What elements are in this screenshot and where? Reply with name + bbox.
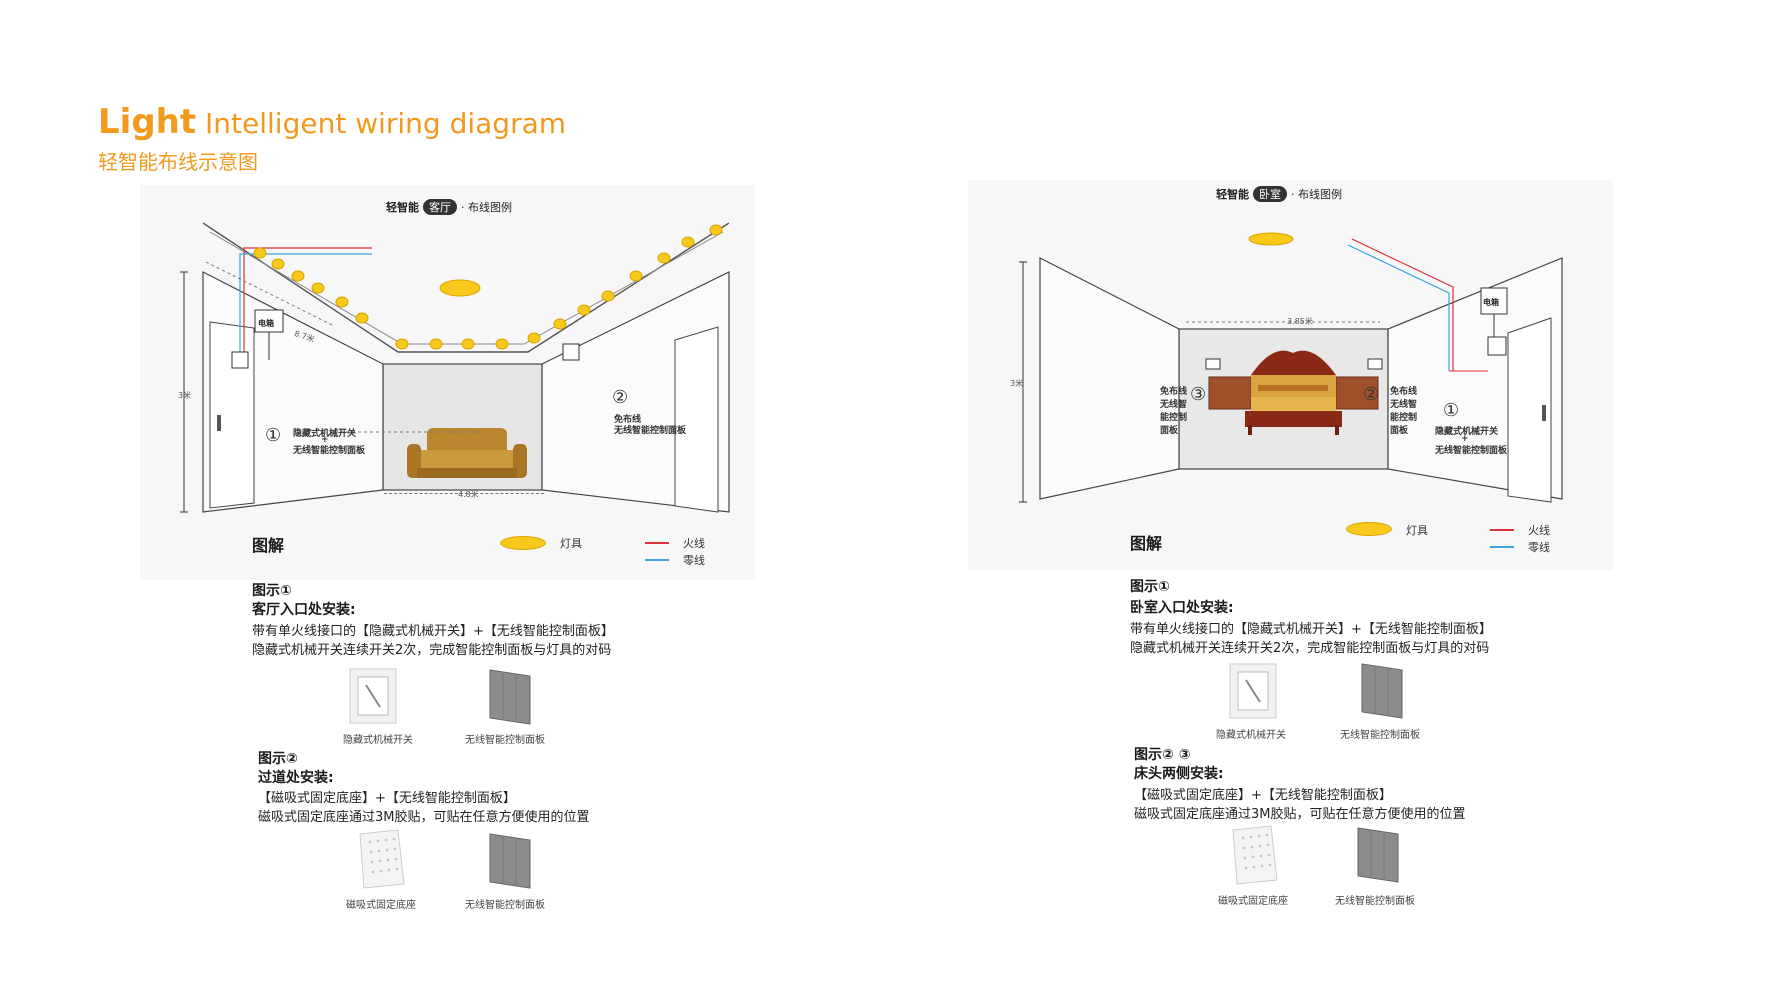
left-fig2-line2: 磁吸式固定底座通过3M胶贴，可贴在任意方便使用的位置 bbox=[258, 810, 590, 825]
right-prod3-caption: 磁吸式固定底座 bbox=[1218, 896, 1288, 907]
left-smart-panel-image bbox=[489, 669, 531, 725]
right-prod2-caption: 无线智能控制面板 bbox=[1340, 730, 1420, 741]
right-magnetic-base-image bbox=[1232, 825, 1278, 885]
left-fig1-label: 图示① bbox=[252, 583, 292, 599]
right-fig1-title: 卧室入口处安装: bbox=[1130, 600, 1234, 616]
right-marker-2: ② bbox=[1363, 384, 1380, 405]
left-fig2-label: 图示② bbox=[258, 751, 298, 767]
right-prod1-caption: 隐藏式机械开关 bbox=[1216, 730, 1286, 741]
right-marker-2-text: 免布线 无线智 能控制 面板 bbox=[1390, 387, 1418, 436]
left-smart-panel-image-2 bbox=[489, 833, 531, 889]
left-legend-lamp-label: 灯具 bbox=[560, 537, 582, 550]
right-smart-panel-image bbox=[1361, 663, 1403, 719]
right-fig2-title: 床头两侧安装: bbox=[1134, 766, 1224, 782]
right-fig2-label: 图示② ③ bbox=[1134, 747, 1191, 763]
left-prod3-caption: 磁吸式固定底座 bbox=[346, 900, 416, 911]
left-fig1-line2: 隐藏式机械开关连续开关2次，完成智能控制面板与灯具的对码 bbox=[252, 643, 612, 658]
left-legend-lamp-swatch bbox=[500, 536, 546, 550]
bedroom-diagram: 电箱 bbox=[1019, 238, 1563, 503]
right-marker-3: ③ bbox=[1190, 384, 1207, 405]
page-header: Light Intelligent wiring diagram 轻智能布线示意… bbox=[98, 104, 566, 175]
left-prod4-caption: 无线智能控制面板 bbox=[465, 900, 545, 911]
left-legend-live-swatch bbox=[645, 542, 669, 544]
bedroom-diagram-title: 轻智能卧室· 布线图例 bbox=[1216, 186, 1342, 202]
left-legend-neutral-label: 零线 bbox=[683, 554, 705, 567]
left-marker-2-line1: 免布线 bbox=[614, 415, 642, 425]
left-marker-1-line2: + bbox=[321, 435, 329, 445]
left-fig1-title: 客厅入口处安装: bbox=[252, 602, 356, 618]
right-marker-3-text: 免布线 无线智 能控制 面板 bbox=[1160, 387, 1188, 436]
right-fig2-line1: 【磁吸式固定底座】+【无线智能控制面板】 bbox=[1134, 788, 1392, 803]
right-legend-neutral-swatch bbox=[1490, 546, 1514, 548]
right-legend-lamp-swatch bbox=[1346, 522, 1392, 536]
page-title: Light Intelligent wiring diagram bbox=[98, 102, 567, 142]
right-marker-1-line2: + bbox=[1461, 434, 1469, 444]
bed-illustration bbox=[1208, 350, 1379, 435]
right-height-label: 3米 bbox=[1010, 379, 1024, 388]
left-magnetic-base-image bbox=[359, 829, 405, 889]
right-hidden-switch-image bbox=[1229, 663, 1277, 719]
left-floor-width: 4.8米 bbox=[458, 490, 479, 499]
left-fig2-title: 过道处安装: bbox=[258, 770, 334, 786]
left-prod1-caption: 隐藏式机械开关 bbox=[343, 735, 413, 746]
right-marker-1-line3: 无线智能控制面板 bbox=[1435, 446, 1508, 456]
right-fig1-line2: 隐藏式机械开关连续开关2次，完成智能控制面板与灯具的对码 bbox=[1130, 641, 1490, 656]
sofa-illustration bbox=[407, 428, 527, 478]
right-smart-panel-image-2 bbox=[1357, 827, 1399, 883]
right-marker-1: ① bbox=[1443, 400, 1460, 421]
left-prod2-caption: 无线智能控制面板 bbox=[465, 735, 545, 746]
left-legend-neutral-swatch bbox=[645, 559, 669, 561]
left-height-label: 3米 bbox=[178, 391, 192, 400]
right-legend-live-label: 火线 bbox=[1528, 524, 1550, 537]
right-electric-box-label: 电箱 bbox=[1483, 297, 1499, 307]
left-legend-live-label: 火线 bbox=[683, 537, 705, 550]
page-subtitle: 轻智能布线示意图 bbox=[98, 150, 258, 174]
left-marker-1-line1: 隐藏式机械开关 bbox=[293, 429, 357, 439]
right-marker-1-line1: 隐藏式机械开关 bbox=[1435, 427, 1499, 437]
right-fig2-line2: 磁吸式固定底座通过3M胶贴，可贴在任意方便使用的位置 bbox=[1134, 807, 1466, 822]
living-room-diagram-title: 轻智能客厅· 布线图例 bbox=[386, 199, 512, 215]
left-legend-heading: 图解 bbox=[252, 536, 285, 555]
right-prod4-caption: 无线智能控制面板 bbox=[1335, 896, 1415, 907]
right-legend-live-swatch bbox=[1490, 529, 1514, 531]
living-room-diagram: 电箱 bbox=[180, 222, 730, 513]
left-marker-1-line3: 无线智能控制面板 bbox=[293, 446, 366, 456]
right-fig1-label: 图示① bbox=[1130, 579, 1170, 595]
right-fig1-line1: 带有单火线接口的【隐藏式机械开关】+【无线智能控制面板】 bbox=[1130, 622, 1492, 637]
right-legend-lamp-label: 灯具 bbox=[1406, 524, 1428, 537]
left-marker-2: ② bbox=[612, 387, 629, 408]
left-electric-box-label: 电箱 bbox=[258, 318, 274, 328]
left-hidden-switch-image bbox=[349, 668, 397, 724]
left-fig2-line1: 【磁吸式固定底座】+【无线智能控制面板】 bbox=[258, 791, 516, 806]
right-legend-heading: 图解 bbox=[1130, 534, 1163, 553]
left-marker-2-line2: 无线智能控制面板 bbox=[614, 426, 687, 436]
right-wall-width: 3.85米 bbox=[1287, 317, 1313, 326]
right-legend-neutral-label: 零线 bbox=[1528, 541, 1550, 554]
left-fig1-line1: 带有单火线接口的【隐藏式机械开关】+【无线智能控制面板】 bbox=[252, 624, 614, 639]
left-marker-1: ① bbox=[265, 425, 282, 446]
left-floor-dimension-line bbox=[384, 493, 544, 494]
